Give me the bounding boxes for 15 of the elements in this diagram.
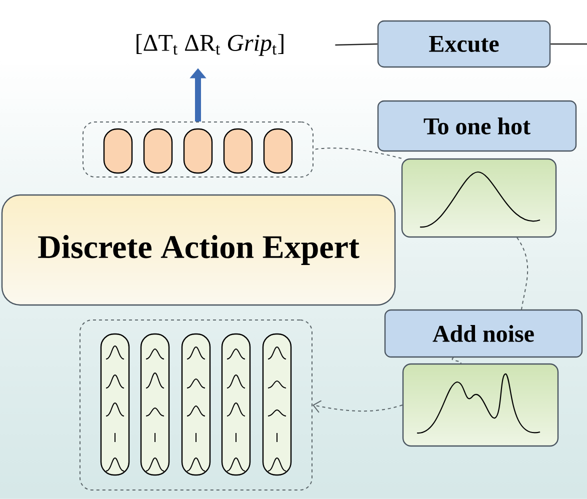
connector [335,43,378,46]
connector [516,237,528,310]
connector [452,357,462,364]
connector [313,148,402,159]
module-box: Discrete Action Expert [1,194,396,306]
distribution-plot [402,363,559,447]
connector [550,43,587,45]
formula-text: [ΔT$_{t}$ ΔR$_{t}$ Grip$_{t}$] [136,34,284,56]
process-box: To one hot [377,100,577,152]
token-group [82,122,314,178]
arrow [312,400,403,413]
token-group [80,320,312,490]
distribution-plot [401,158,557,238]
process-box: Excute [377,20,551,68]
process-box: Add noise [384,309,583,358]
